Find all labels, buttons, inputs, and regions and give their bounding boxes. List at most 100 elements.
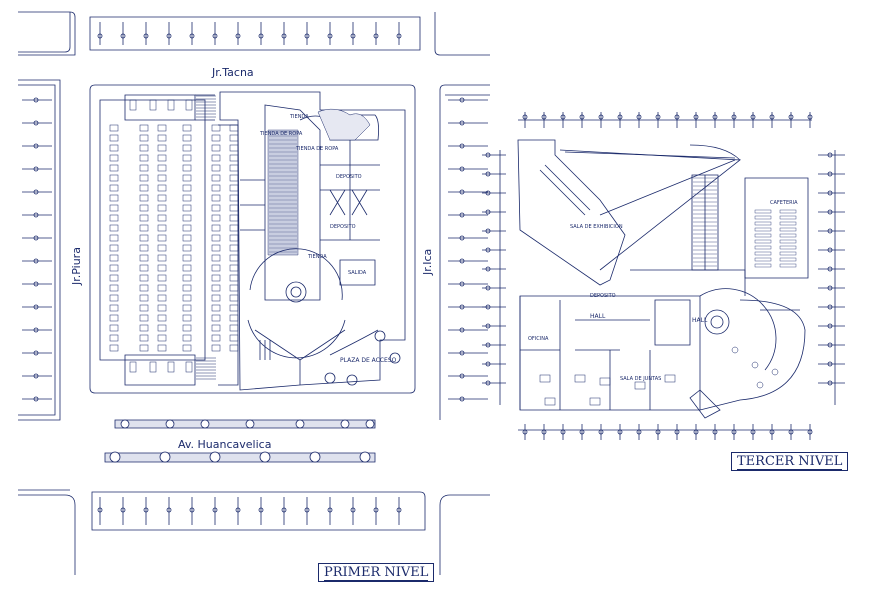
parking-stall bbox=[211, 124, 221, 132]
grid-marker bbox=[459, 143, 465, 149]
seat-row bbox=[754, 263, 772, 268]
parking-area bbox=[99, 94, 239, 386]
parking-stall bbox=[139, 124, 149, 132]
seat-row bbox=[779, 221, 797, 226]
parking-stall bbox=[109, 244, 119, 252]
parking-stall bbox=[211, 144, 221, 152]
parked-car bbox=[185, 361, 193, 373]
seat-row bbox=[779, 257, 797, 262]
parking-stall bbox=[182, 264, 192, 272]
seat-row bbox=[779, 233, 797, 238]
grid-marker bbox=[33, 212, 39, 218]
parking-stall bbox=[157, 174, 167, 182]
grid-marker bbox=[258, 33, 264, 39]
parking-stall bbox=[182, 204, 192, 212]
parking-stall bbox=[211, 134, 221, 142]
grid-marker bbox=[33, 350, 39, 356]
parking-stall bbox=[139, 284, 149, 292]
parking-stall bbox=[229, 294, 239, 302]
parked-car bbox=[129, 99, 137, 111]
grid-marker bbox=[166, 33, 172, 39]
grid-marker bbox=[235, 507, 241, 513]
parked-car bbox=[149, 361, 157, 373]
svg-text:TIENDA: TIENDA bbox=[289, 114, 309, 120]
building-plan-2: HALL HALL SALA DE EXHIBICION DEPOSITO CA… bbox=[517, 139, 809, 419]
parking-stall bbox=[139, 214, 149, 222]
parking-stall bbox=[182, 124, 192, 132]
parking-stall bbox=[139, 224, 149, 232]
seat-row bbox=[779, 227, 797, 232]
parking-stall bbox=[211, 344, 221, 352]
parking-stall bbox=[211, 274, 221, 282]
parking-stall bbox=[182, 334, 192, 342]
grid-marker bbox=[97, 507, 103, 513]
shrub bbox=[365, 419, 375, 429]
parking-stall bbox=[182, 224, 192, 232]
parking-stall bbox=[157, 214, 167, 222]
parking-stall bbox=[182, 324, 192, 332]
parking-stall bbox=[139, 324, 149, 332]
tree bbox=[389, 352, 401, 364]
parking-stall bbox=[157, 224, 167, 232]
parking-stall bbox=[139, 204, 149, 212]
parking-stall bbox=[109, 224, 119, 232]
round-table bbox=[751, 361, 759, 369]
parking-stall bbox=[211, 204, 221, 212]
parking-stall bbox=[182, 244, 192, 252]
svg-text:SALA DE JUNTAS: SALA DE JUNTAS bbox=[620, 376, 661, 382]
parking-stall bbox=[229, 134, 239, 142]
parking-stall bbox=[109, 284, 119, 292]
svg-text:DEPOSITO: DEPOSITO bbox=[336, 174, 362, 180]
parking-stall bbox=[211, 174, 221, 182]
parking-stall bbox=[109, 214, 119, 222]
parking-stall bbox=[109, 174, 119, 182]
grid-marker bbox=[459, 235, 465, 241]
svg-text:SALIDA: SALIDA bbox=[348, 270, 367, 276]
grid-marker bbox=[120, 33, 126, 39]
furniture bbox=[599, 377, 611, 386]
svg-text:DEPOSITO: DEPOSITO bbox=[330, 224, 356, 230]
plaza-trees bbox=[324, 330, 401, 386]
shrub bbox=[295, 419, 305, 429]
grid-marker bbox=[33, 235, 39, 241]
grid-marker bbox=[143, 507, 149, 513]
plan2-title: TERCER NIVEL bbox=[731, 452, 849, 471]
parking-stall bbox=[157, 144, 167, 152]
parking-stall bbox=[211, 194, 221, 202]
parking-stall bbox=[109, 254, 119, 262]
svg-text:OFICINA: OFICINA bbox=[528, 336, 549, 342]
shrub bbox=[340, 419, 350, 429]
parking-stall bbox=[182, 184, 192, 192]
grid-marker bbox=[212, 33, 218, 39]
furniture bbox=[539, 374, 551, 383]
grid-marker bbox=[281, 507, 287, 513]
street-label-north: Jr.Tacna bbox=[211, 66, 254, 79]
parking-stall bbox=[109, 344, 119, 352]
seat-row bbox=[754, 251, 772, 256]
grid-marker bbox=[33, 258, 39, 264]
parking-stall bbox=[211, 294, 221, 302]
grid-marker bbox=[459, 97, 465, 103]
parking-stall bbox=[157, 244, 167, 252]
seat-row bbox=[779, 263, 797, 268]
parked-car bbox=[167, 361, 175, 373]
parking-stall bbox=[211, 244, 221, 252]
grid-ticks-left bbox=[22, 97, 52, 402]
parking-stall bbox=[229, 164, 239, 172]
grid-marker bbox=[33, 304, 39, 310]
auditorium-seats bbox=[754, 209, 797, 268]
svg-text:TIENDA DE ROPA: TIENDA DE ROPA bbox=[259, 131, 303, 137]
parking-stall bbox=[211, 284, 221, 292]
grid-marker bbox=[33, 143, 39, 149]
parking-stall bbox=[109, 334, 119, 342]
parking-stall bbox=[182, 314, 192, 322]
tree bbox=[346, 374, 358, 386]
parking-stall bbox=[109, 304, 119, 312]
seat-row bbox=[779, 209, 797, 214]
grid-marker bbox=[33, 120, 39, 126]
parking-stall bbox=[157, 124, 167, 132]
parking-stall bbox=[109, 314, 119, 322]
parking-stall bbox=[229, 144, 239, 152]
street-label-south: Av. Huancavelica bbox=[178, 438, 271, 451]
